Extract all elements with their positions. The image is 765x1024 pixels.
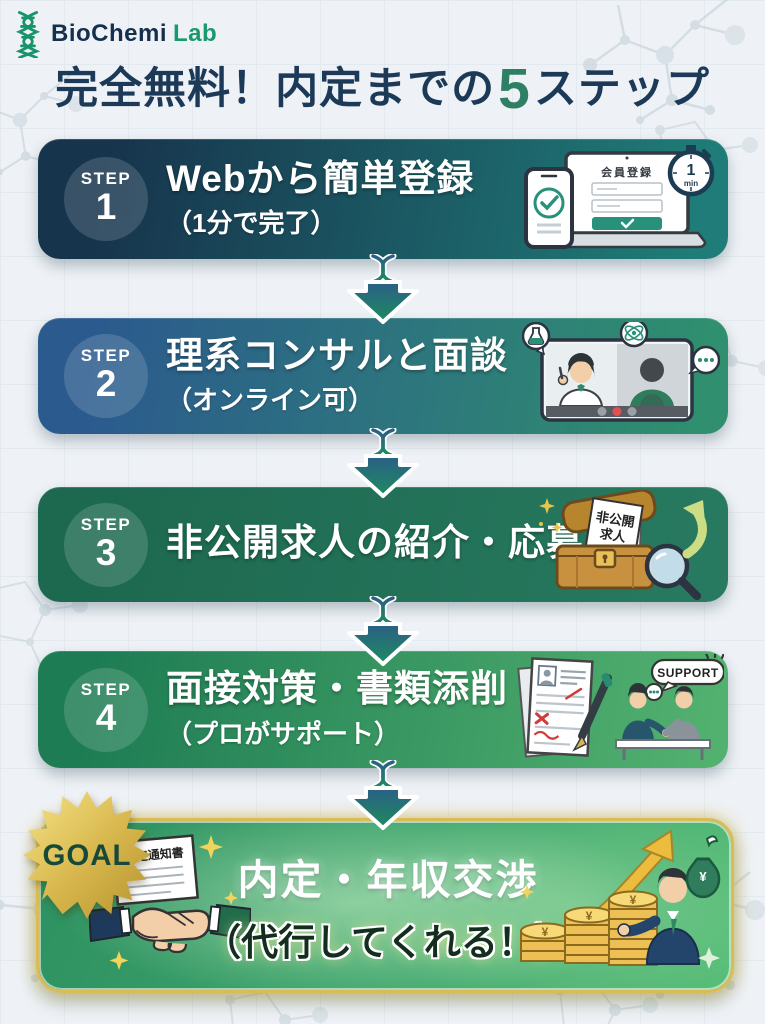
step-4-title: 面接対策・書類添削 bbox=[166, 668, 508, 710]
step-2-badge: STEP 2 bbox=[64, 334, 148, 418]
yen-symbol: ¥ bbox=[630, 893, 637, 907]
dna-helix-icon bbox=[15, 11, 41, 58]
coin-stack-medium: ¥ bbox=[564, 906, 614, 964]
step-2-subtitle: （オンライン可） bbox=[166, 385, 375, 416]
dna-down-arrow-icon bbox=[346, 596, 419, 666]
step-label: STEP bbox=[80, 514, 132, 534]
yen-symbol: ¥ bbox=[542, 925, 549, 939]
dna-down-arrow-icon bbox=[346, 760, 419, 830]
money-bag-icon: ¥ bbox=[685, 835, 721, 899]
step-4-illustration: SUPPORT bbox=[516, 651, 724, 768]
step-label: STEP bbox=[80, 679, 132, 699]
dna-down-arrow-icon bbox=[346, 428, 419, 498]
step-4-badge: STEP 4 bbox=[64, 667, 148, 752]
video-call-icon bbox=[540, 338, 694, 422]
paper-line2: 求人 bbox=[599, 525, 628, 544]
timer-value: 1 bbox=[687, 162, 696, 179]
step-3-illustration: 非公開 求人 bbox=[533, 487, 718, 602]
goal-badge-label: GOAL bbox=[42, 839, 131, 872]
step-4-card: STEP 4 面接対策・書類添削 （プロがサポート） bbox=[38, 651, 728, 768]
step-number: 2 bbox=[95, 363, 117, 405]
timer-unit: min bbox=[684, 179, 698, 188]
chat-dots-icon bbox=[688, 345, 720, 375]
step-1-illustration: 会員登録 bbox=[520, 139, 722, 259]
step-number: 1 bbox=[95, 186, 117, 228]
page-title-highlight: 5 bbox=[498, 57, 531, 121]
step-1-badge: STEP 1 bbox=[64, 157, 148, 241]
step-4-subtitle: （プロがサポート） bbox=[166, 718, 401, 749]
paper-line1: 非公開 bbox=[595, 508, 636, 529]
growth-arrow-icon bbox=[682, 499, 707, 558]
goal-money-illustration: ¥ ¥ ¥ bbox=[519, 827, 723, 985]
step-number: 4 bbox=[95, 696, 117, 738]
step-4-text: 面接対策・書類添削 （プロがサポート） bbox=[166, 651, 508, 768]
goal-card: GOAL 内定通知書 bbox=[23, 791, 734, 993]
step-number: 3 bbox=[95, 531, 117, 573]
step-3-card: STEP 3 非公開求人の紹介・応募 非公開 bbox=[38, 487, 728, 602]
step-label: STEP bbox=[80, 346, 132, 366]
sparkle-icon bbox=[539, 497, 563, 533]
yen-symbol: ¥ bbox=[586, 909, 593, 923]
treasure-chest-icon: 非公開 求人 bbox=[555, 489, 657, 589]
step-3-text: 非公開求人の紹介・応募 bbox=[166, 487, 584, 602]
goal-starburst-badge: GOAL bbox=[23, 791, 151, 919]
step-2-illustration bbox=[522, 318, 720, 434]
goal-text: 内定・年収交渉 （代行してくれる！） bbox=[204, 821, 572, 990]
goal-title: 内定・年収交渉 bbox=[237, 856, 539, 903]
step-2-title: 理系コンサルと面談 bbox=[166, 334, 508, 376]
step-1-text: Webから簡単登録 （1分で完了） bbox=[166, 139, 474, 259]
brand-name-primary: BioChemi bbox=[51, 20, 168, 47]
step-1-card: STEP 1 Webから簡単登録 （1分で完了） 会員登録 bbox=[38, 139, 728, 259]
step-2-text: 理系コンサルと面談 （オンライン可） bbox=[166, 318, 508, 434]
page-title-suffix: ステップ bbox=[533, 65, 710, 113]
page-title-prefix: 完全無料！内定までの bbox=[55, 65, 496, 113]
step-3-badge: STEP 3 bbox=[64, 502, 148, 587]
page-title: 完全無料！内定までの5ステップ bbox=[0, 54, 765, 122]
magnifier-icon bbox=[644, 543, 701, 600]
flask-icon bbox=[522, 322, 551, 356]
speech-bubble-icon: SUPPORT bbox=[645, 653, 724, 701]
brand-name-suffix: Lab bbox=[173, 20, 218, 47]
step-1-title: Webから簡単登録 bbox=[166, 157, 475, 199]
step-1-subtitle: （1分で完了） bbox=[166, 208, 337, 239]
yen-symbol: ¥ bbox=[699, 869, 707, 884]
atom-icon bbox=[619, 322, 649, 348]
step-label: STEP bbox=[80, 169, 132, 189]
step-2-card: STEP 2 理系コンサルと面談 （オンライン可） bbox=[38, 318, 728, 434]
goal-subtitle: （代行してくれる！） bbox=[204, 921, 572, 963]
support-label: SUPPORT bbox=[657, 666, 719, 680]
document-redline-icon bbox=[517, 656, 594, 758]
dna-down-arrow-icon bbox=[346, 254, 419, 324]
form-title: 会員登録 bbox=[601, 165, 653, 179]
pen-icon bbox=[572, 672, 613, 752]
smartphone-check-icon bbox=[524, 167, 574, 249]
interview-icon: SUPPORT bbox=[615, 653, 724, 760]
secret-job-paper: 非公開 求人 bbox=[584, 496, 644, 555]
coin-stack-short: ¥ bbox=[520, 922, 570, 962]
step-3-title: 非公開求人の紹介・応募 bbox=[166, 521, 584, 563]
